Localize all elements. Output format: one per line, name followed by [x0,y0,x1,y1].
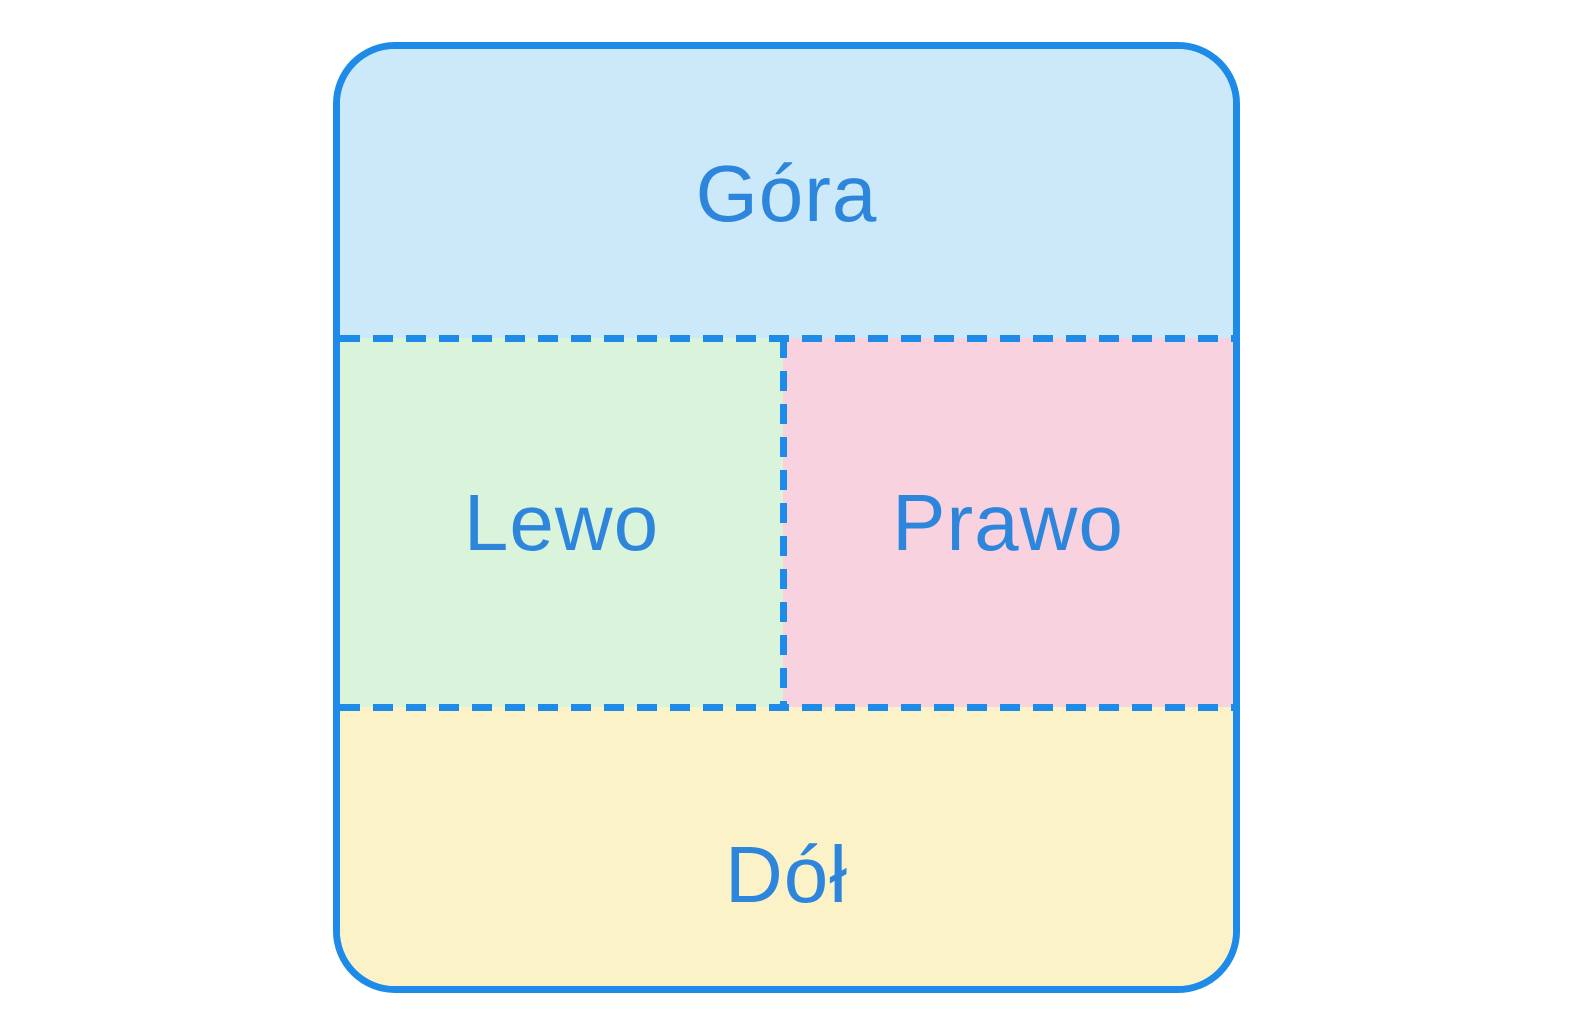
region-bottom: Dół [340,707,1233,986]
region-left: Lewo [340,338,783,707]
region-top-label: Góra [695,148,878,238]
region-right: Prawo [783,338,1233,707]
region-bottom-label: Dół [724,829,849,919]
region-right-label: Prawo [892,477,1124,567]
region-left-label: Lewo [463,477,660,567]
region-top: Góra [340,49,1233,338]
layout-container: Góra Lewo Prawo Dół [333,42,1240,993]
